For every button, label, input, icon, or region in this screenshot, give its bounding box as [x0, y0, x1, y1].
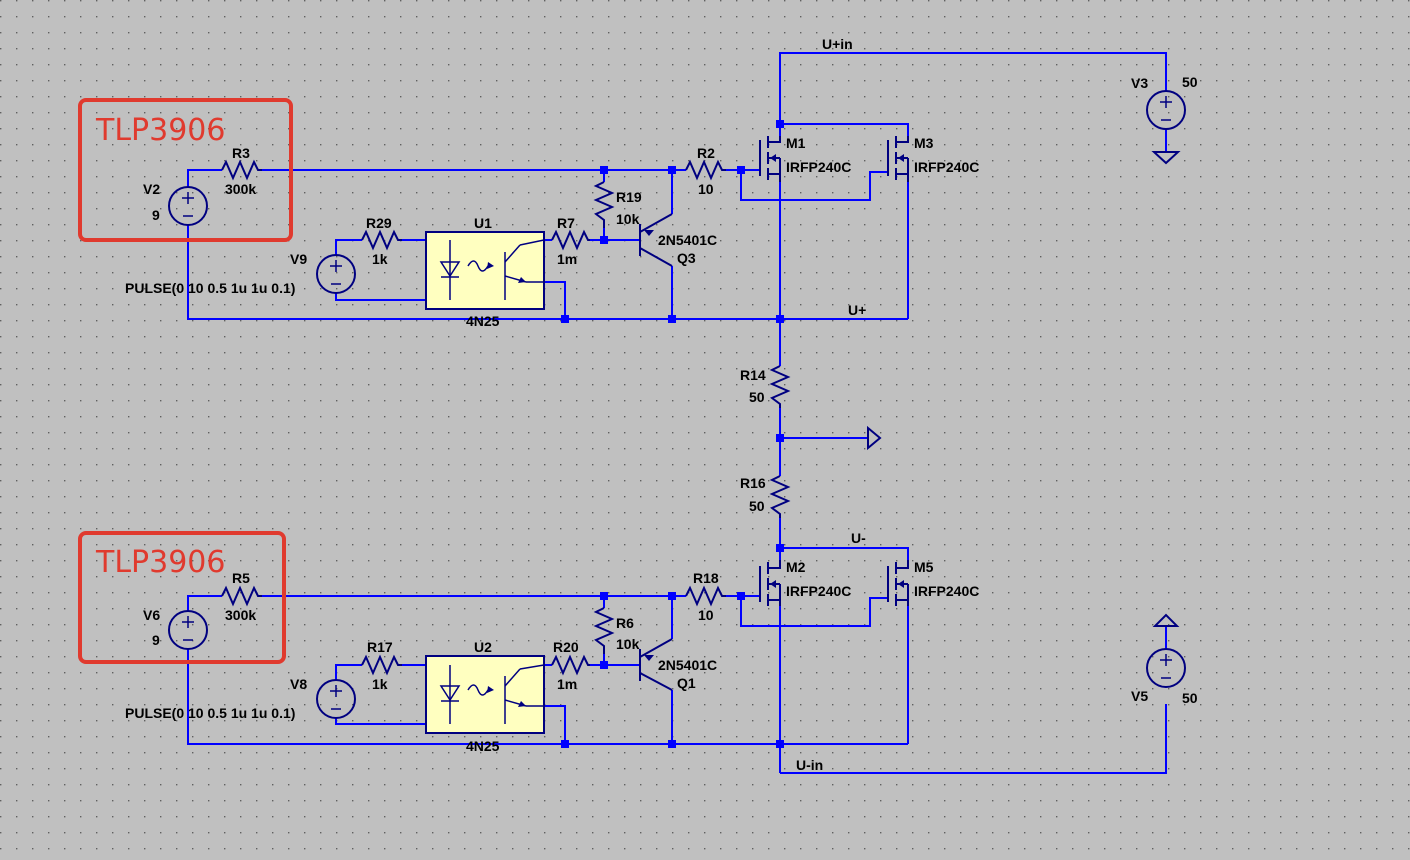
label-r5-value: 300k — [225, 607, 256, 623]
label-q3-value: 2N5401C — [658, 232, 717, 248]
label-u1-value: 4N25 — [466, 313, 500, 329]
label-r29-name: R29 — [366, 215, 392, 231]
source-v3[interactable] — [1146, 90, 1186, 130]
label-r5-name: R5 — [232, 570, 250, 586]
label-r3-name: R3 — [232, 145, 250, 161]
junctions — [561, 120, 784, 748]
optocoupler-u1[interactable] — [425, 231, 545, 310]
label-r19-name: R19 — [616, 189, 642, 205]
resistor-r7[interactable] — [551, 229, 590, 251]
label-m5-name: M5 — [914, 559, 934, 575]
label-v9-value: PULSE(0 10 0.5 1u 1u 0.1) — [125, 280, 295, 296]
label-m2-name: M2 — [786, 559, 806, 575]
resistor-r29[interactable] — [361, 229, 402, 251]
label-v5-value: 50 — [1182, 690, 1198, 706]
resistor-r20[interactable] — [551, 654, 590, 676]
annotation-text-top: TLP3906 — [95, 113, 225, 148]
resistor-r17[interactable] — [361, 654, 402, 676]
label-u1-name: U1 — [474, 215, 492, 231]
resistor-r14[interactable] — [769, 365, 791, 408]
label-q3-name: Q3 — [677, 250, 696, 266]
resistor-r5[interactable] — [221, 585, 262, 607]
resistor-r3[interactable] — [221, 159, 262, 181]
label-m1-value: IRFP240C — [786, 159, 851, 175]
label-r17-name: R17 — [367, 639, 393, 655]
label-v8-value: PULSE(0 10 0.5 1u 1u 0.1) — [125, 705, 295, 721]
net-label-u-minus-in: U-in — [796, 757, 823, 773]
resistor-r2[interactable] — [685, 159, 726, 181]
supply-flag-up — [1152, 613, 1180, 627]
label-r16-name: R16 — [740, 475, 766, 491]
label-r29-value: 1k — [372, 251, 388, 267]
source-v5[interactable] — [1146, 648, 1186, 688]
mosfet-m2[interactable] — [759, 560, 781, 606]
label-r7-name: R7 — [557, 215, 575, 231]
label-r18-name: R18 — [693, 570, 719, 586]
label-v3-name: V3 — [1131, 75, 1148, 91]
label-m5-value: IRFP240C — [914, 583, 979, 599]
resistor-r18[interactable] — [685, 585, 726, 607]
label-q1-name: Q1 — [677, 675, 696, 691]
label-r14-value: 50 — [749, 389, 765, 405]
label-r17-value: 1k — [372, 676, 388, 692]
label-r16-value: 50 — [749, 498, 765, 514]
label-u2-value: 4N25 — [466, 738, 500, 754]
label-v2-value: 9 — [152, 207, 160, 223]
transistor-q1[interactable] — [639, 638, 673, 691]
label-r6-name: R6 — [616, 615, 634, 631]
label-r7-value: 1m — [557, 251, 577, 267]
label-u2-name: U2 — [474, 639, 492, 655]
label-m3-value: IRFP240C — [914, 159, 979, 175]
label-v5-name: V5 — [1131, 688, 1148, 704]
label-v3-value: 50 — [1182, 74, 1198, 90]
label-r18-value: 10 — [698, 607, 714, 623]
source-v6[interactable] — [168, 610, 208, 650]
net-label-u-minus: U- — [851, 530, 866, 546]
resistor-r19[interactable] — [593, 181, 615, 228]
label-v2-name: V2 — [143, 181, 160, 197]
source-v2[interactable] — [168, 186, 208, 226]
label-r14-name: R14 — [740, 367, 766, 383]
label-r2-value: 10 — [698, 181, 714, 197]
label-m1-name: M1 — [786, 135, 806, 151]
label-m3-name: M3 — [914, 135, 934, 151]
label-r20-name: R20 — [553, 639, 579, 655]
mosfet-m3[interactable] — [887, 136, 909, 182]
ground-symbol — [1151, 151, 1181, 165]
mosfet-m5[interactable] — [887, 560, 909, 606]
resistor-r16[interactable] — [769, 475, 791, 518]
optocoupler-u2[interactable] — [425, 655, 545, 734]
net-label-u-plus: U+ — [848, 302, 866, 318]
source-v8[interactable] — [316, 679, 356, 719]
label-v6-name: V6 — [143, 607, 160, 623]
label-v9-name: V9 — [290, 251, 307, 267]
source-v9[interactable] — [316, 254, 356, 294]
annotation-box-bottom — [78, 531, 286, 664]
annotation-text-bottom: TLP3906 — [95, 545, 225, 580]
label-r19-value: 10k — [616, 211, 640, 227]
ground-flag-right — [867, 425, 882, 451]
label-v6-value: 9 — [152, 632, 160, 648]
resistor-r6[interactable] — [593, 607, 615, 654]
net-label-u-plus-in: U+in — [822, 36, 853, 52]
mosfet-m1[interactable] — [759, 136, 781, 182]
label-r2-name: R2 — [697, 145, 715, 161]
transistor-q3[interactable] — [639, 213, 673, 267]
label-q1-value: 2N5401C — [658, 657, 717, 673]
label-m2-value: IRFP240C — [786, 583, 851, 599]
label-r6-value: 10k — [616, 636, 640, 652]
label-r3-value: 300k — [225, 181, 256, 197]
annotation-box-top — [78, 98, 293, 242]
label-v8-name: V8 — [290, 676, 307, 692]
wires — [187, 52, 1167, 774]
label-r20-value: 1m — [557, 676, 577, 692]
